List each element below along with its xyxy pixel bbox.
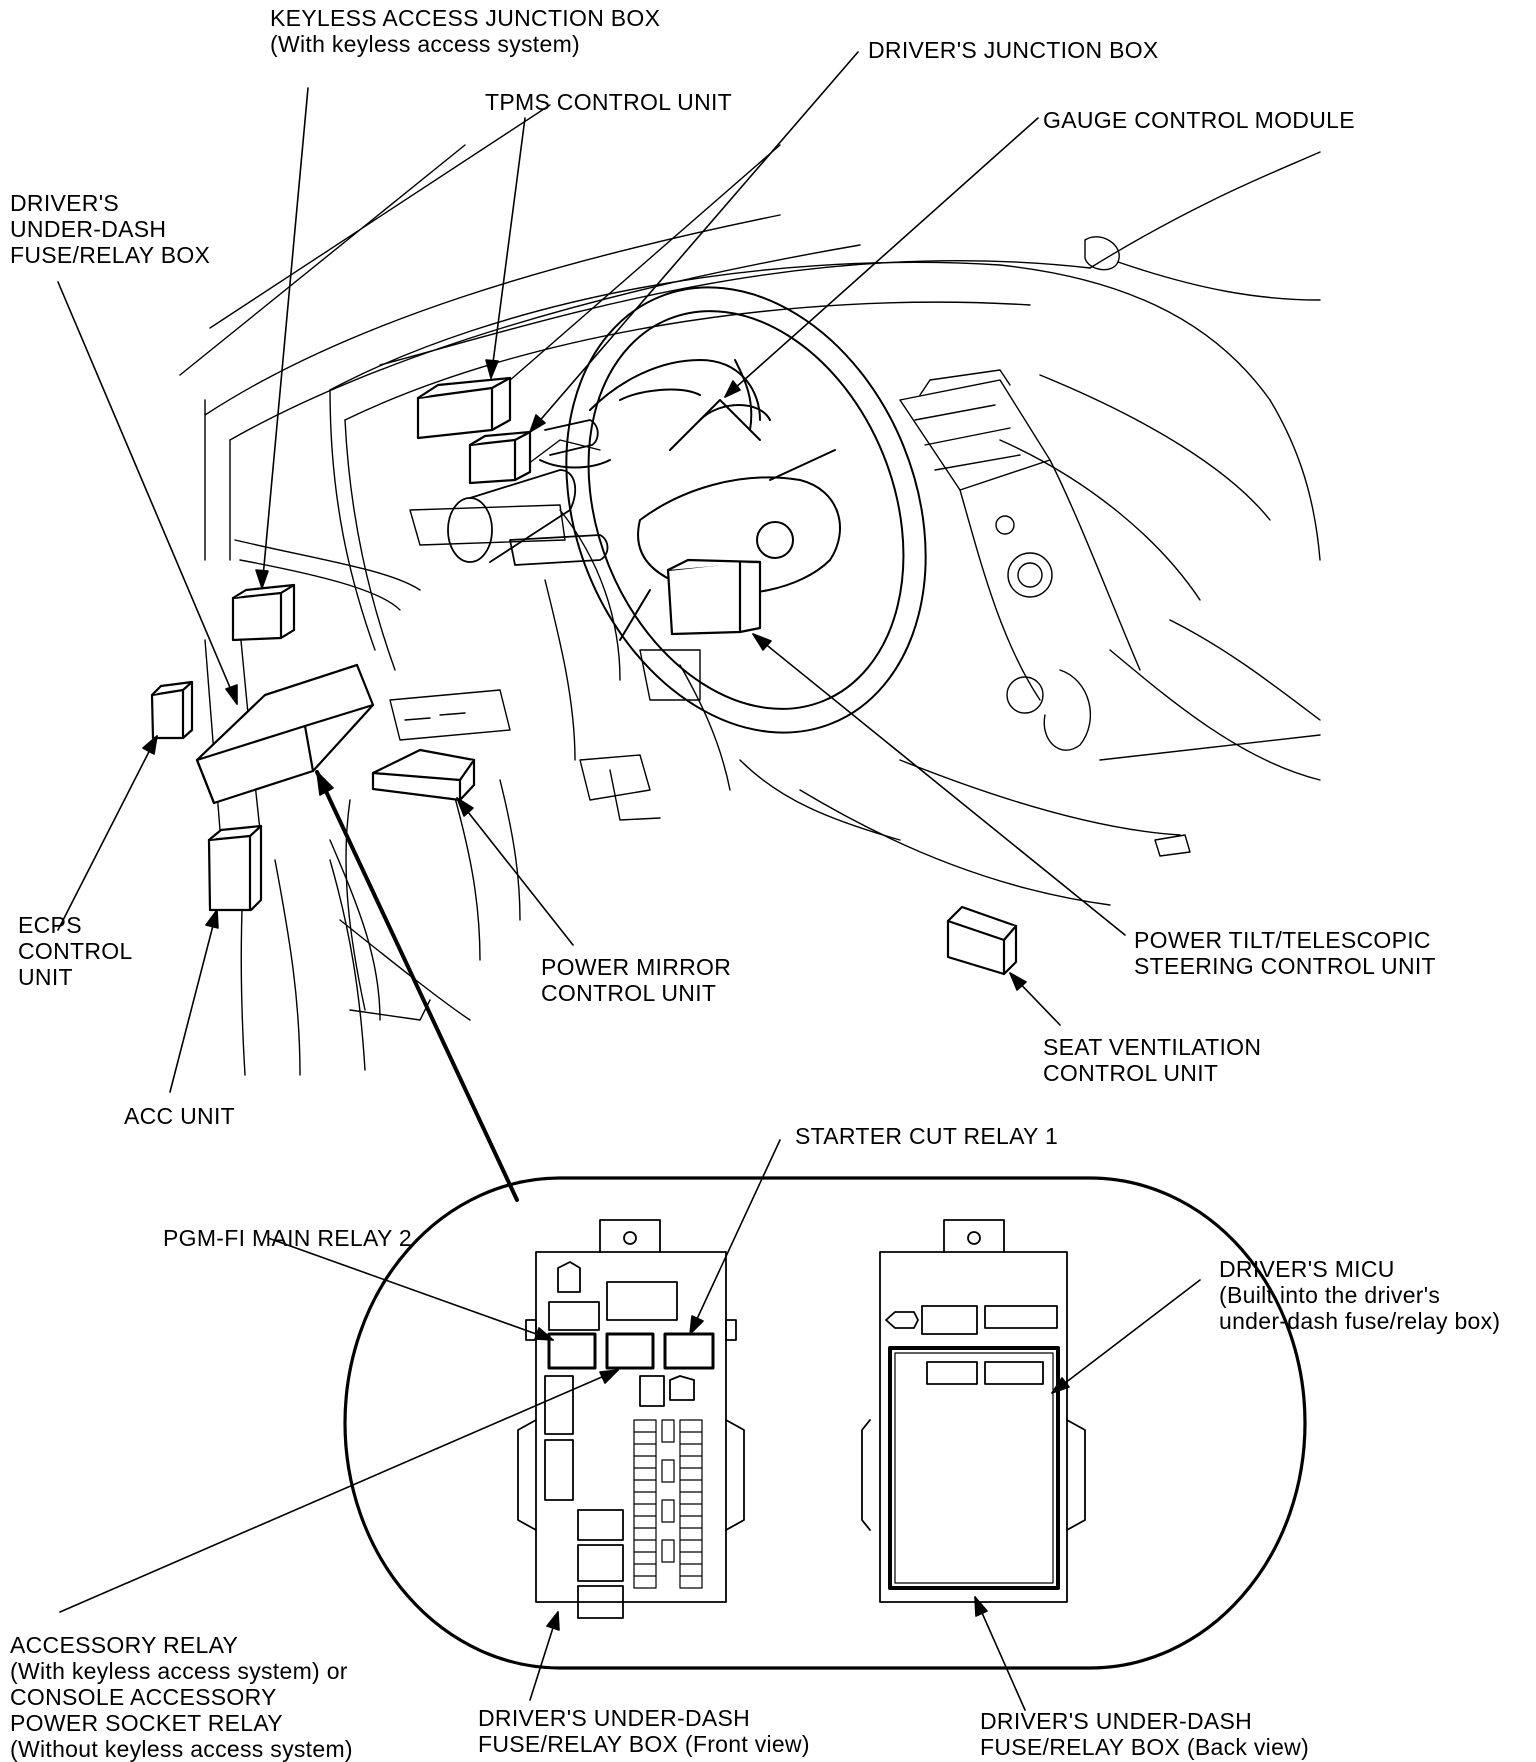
label-line: UNDER-DASH [10,216,167,242]
label-fuse-box-back-view: DRIVER'S UNDER-DASH FUSE/RELAY BOX (Back… [980,1708,1309,1760]
detail-leader-lines [59,1139,1201,1711]
label-line: POWER MIRROR [541,954,732,980]
label-drivers-junction-box: DRIVER'S JUNCTION BOX [868,37,1159,63]
label-line: FUSE/RELAY BOX [10,242,211,268]
label-starter-cut-relay-1: STARTER CUT RELAY 1 [795,1123,1058,1149]
label-seat-ventilation-control-unit: SEAT VENTILATION CONTROL UNIT [1043,1034,1261,1086]
label-line: (Built into the driver's [1219,1282,1441,1308]
label-line: DRIVER'S UNDER-DASH [478,1705,751,1731]
label-line: CONTROL UNIT [1043,1060,1219,1086]
label-line: POWER SOCKET RELAY [10,1710,283,1736]
label-line: CONSOLE ACCESSORY [10,1684,277,1710]
steering-column [447,419,609,566]
label-line: CONTROL [18,938,133,964]
label-line: TPMS CONTROL UNIT [485,89,733,115]
label-line: SEAT VENTILATION [1043,1034,1262,1060]
label-drivers-micu: DRIVER'S MICU (Built into the driver's u… [1219,1256,1500,1334]
component-boxes [150,376,1018,976]
label-line: GAUGE CONTROL MODULE [1043,107,1355,133]
label-line: FUSE/RELAY BOX (Front view) [478,1731,810,1757]
label-line: POWER TILT/TELESCOPIC [1134,927,1431,953]
label-line: ACC UNIT [124,1103,236,1129]
label-line: KEYLESS ACCESS JUNCTION BOX [270,5,661,31]
label-line: CONTROL UNIT [541,980,717,1006]
leader-lines [57,51,1126,1202]
label-line: under-dash fuse/relay box) [1219,1308,1501,1334]
label-pgm-fi-main-relay-2: PGM-FI MAIN RELAY 2 [163,1225,412,1251]
fuse-box-back-view [861,1219,1086,1603]
label-line: UNIT [18,964,73,990]
label-line: FUSE/RELAY BOX (Back view) [980,1734,1310,1760]
label-under-dash-fuse-relay-box: DRIVER'S UNDER-DASH FUSE/RELAY BOX [10,190,210,268]
label-line: ACCESSORY RELAY [10,1632,239,1658]
label-line: STARTER CUT RELAY 1 [795,1123,1059,1149]
label-power-mirror-control-unit: POWER MIRROR CONTROL UNIT [541,954,731,1006]
label-line: (Without keyless access system) [10,1736,353,1762]
fuse-box-front-view [517,1219,745,1619]
label-tpms-control-unit: TPMS CONTROL UNIT [485,89,732,115]
dashboard-outline [179,104,1321,1076]
label-line: (With keyless access system) [270,31,581,57]
label-line: DRIVER'S [10,190,120,216]
detail-oval [343,1176,1307,1670]
label-keyless-access-junction-box: KEYLESS ACCESS JUNCTION BOX (With keyles… [270,5,660,57]
label-line: DRIVER'S UNDER-DASH [980,1708,1253,1734]
label-fuse-box-front-view: DRIVER'S UNDER-DASH FUSE/RELAY BOX (Fron… [478,1705,810,1757]
label-line: DRIVER'S JUNCTION BOX [868,37,1159,63]
label-gauge-control-module: GAUGE CONTROL MODULE [1043,107,1355,133]
label-line: (With keyless access system) or [10,1658,348,1684]
label-line: ECPS [18,912,82,938]
steering-wheel [539,286,927,734]
label-acc-unit: ACC UNIT [124,1103,235,1129]
label-accessory-relay: ACCESSORY RELAY (With keyless access sys… [10,1632,353,1762]
label-line: PGM-FI MAIN RELAY 2 [163,1225,412,1251]
label-power-tilt-telescopic-steering-control-unit: POWER TILT/TELESCOPIC STEERING CONTROL U… [1134,927,1436,979]
label-line: DRIVER'S MICU [1219,1256,1395,1282]
label-ecps-control-unit: ECPS CONTROL UNIT [18,912,133,990]
label-line: STEERING CONTROL UNIT [1134,953,1436,979]
